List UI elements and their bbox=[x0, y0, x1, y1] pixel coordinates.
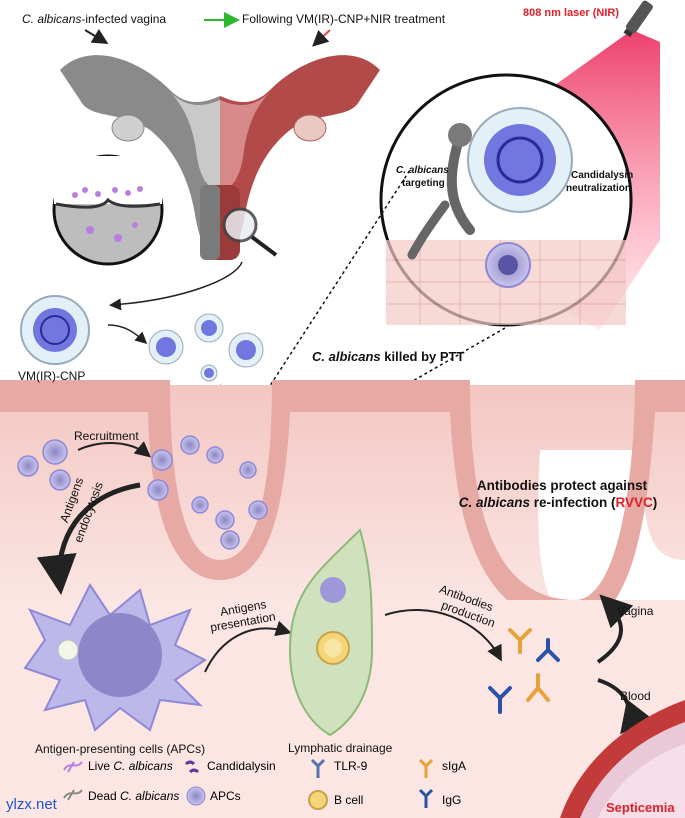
lymph-label: Lymphatic drainage bbox=[288, 741, 393, 755]
legend-siga: sIgA bbox=[442, 759, 467, 773]
recruitment-label: Recruitment bbox=[74, 429, 139, 443]
legend-icons bbox=[63, 758, 434, 810]
arrow-left-header bbox=[84, 28, 109, 45]
protect-line1: Antibodies protect against bbox=[476, 478, 648, 493]
header-left: C. albicans-infected vagina bbox=[22, 12, 167, 26]
blood-vessel bbox=[560, 700, 685, 818]
bcell-icon bbox=[308, 790, 328, 810]
legend-candidalysin: Candidalysin bbox=[207, 759, 276, 773]
ptt-zoom-circle bbox=[379, 73, 633, 327]
apc-label: Antigen-presenting cells (APCs) bbox=[35, 742, 206, 756]
header-right: Following VM(IR)-CNP+NIR treatment bbox=[242, 12, 446, 26]
legend-tlr9: TLR-9 bbox=[334, 759, 368, 773]
legend-bcell: B cell bbox=[334, 793, 364, 807]
np-label: VM(IR)-CNP bbox=[18, 369, 86, 383]
apc-legend-icon bbox=[186, 786, 206, 806]
lymph-node bbox=[288, 528, 374, 737]
legend-igg: IgG bbox=[442, 793, 462, 807]
laser-device-icon bbox=[623, 0, 653, 38]
candidalysin-icon bbox=[184, 760, 200, 774]
legend-apcs: APCs bbox=[210, 789, 241, 803]
neutral-label-2: neutralization bbox=[566, 183, 632, 194]
protect-line2: C. albicans re-infection (RVVC) bbox=[458, 495, 658, 510]
legend-dead: Dead C. albicans bbox=[88, 789, 180, 803]
igg-icon bbox=[418, 788, 434, 808]
apc-cell bbox=[23, 583, 207, 732]
uterus-illustration bbox=[60, 55, 380, 260]
targeting-label-2: targeting bbox=[402, 178, 445, 189]
siga-icon bbox=[418, 758, 434, 778]
septicemia-label: Septicemia bbox=[606, 800, 675, 815]
targeting-label-1: C. albicans bbox=[396, 165, 449, 176]
dead-candida-icon bbox=[63, 789, 83, 801]
tissue-zoom-circle bbox=[52, 154, 164, 266]
blood-label: Blood bbox=[620, 689, 651, 703]
np-small bbox=[148, 313, 264, 382]
live-candida-icon bbox=[63, 761, 83, 773]
legend-live: Live C. albicans bbox=[88, 759, 173, 773]
antibodies-cluster bbox=[488, 628, 560, 714]
watermark: ylzx.net bbox=[6, 796, 57, 813]
np-large bbox=[20, 295, 90, 365]
neutral-label-1: Candidalysin bbox=[571, 170, 634, 181]
laser-label: 808 nm laser (NIR) bbox=[523, 7, 619, 19]
tlr9-icon bbox=[310, 758, 326, 778]
arrow-right-header bbox=[312, 29, 331, 47]
magnifier-icon bbox=[222, 207, 278, 257]
vagina-label: Vagina bbox=[617, 604, 654, 618]
ptt-label: C. albicans killed by PTT bbox=[312, 349, 465, 364]
